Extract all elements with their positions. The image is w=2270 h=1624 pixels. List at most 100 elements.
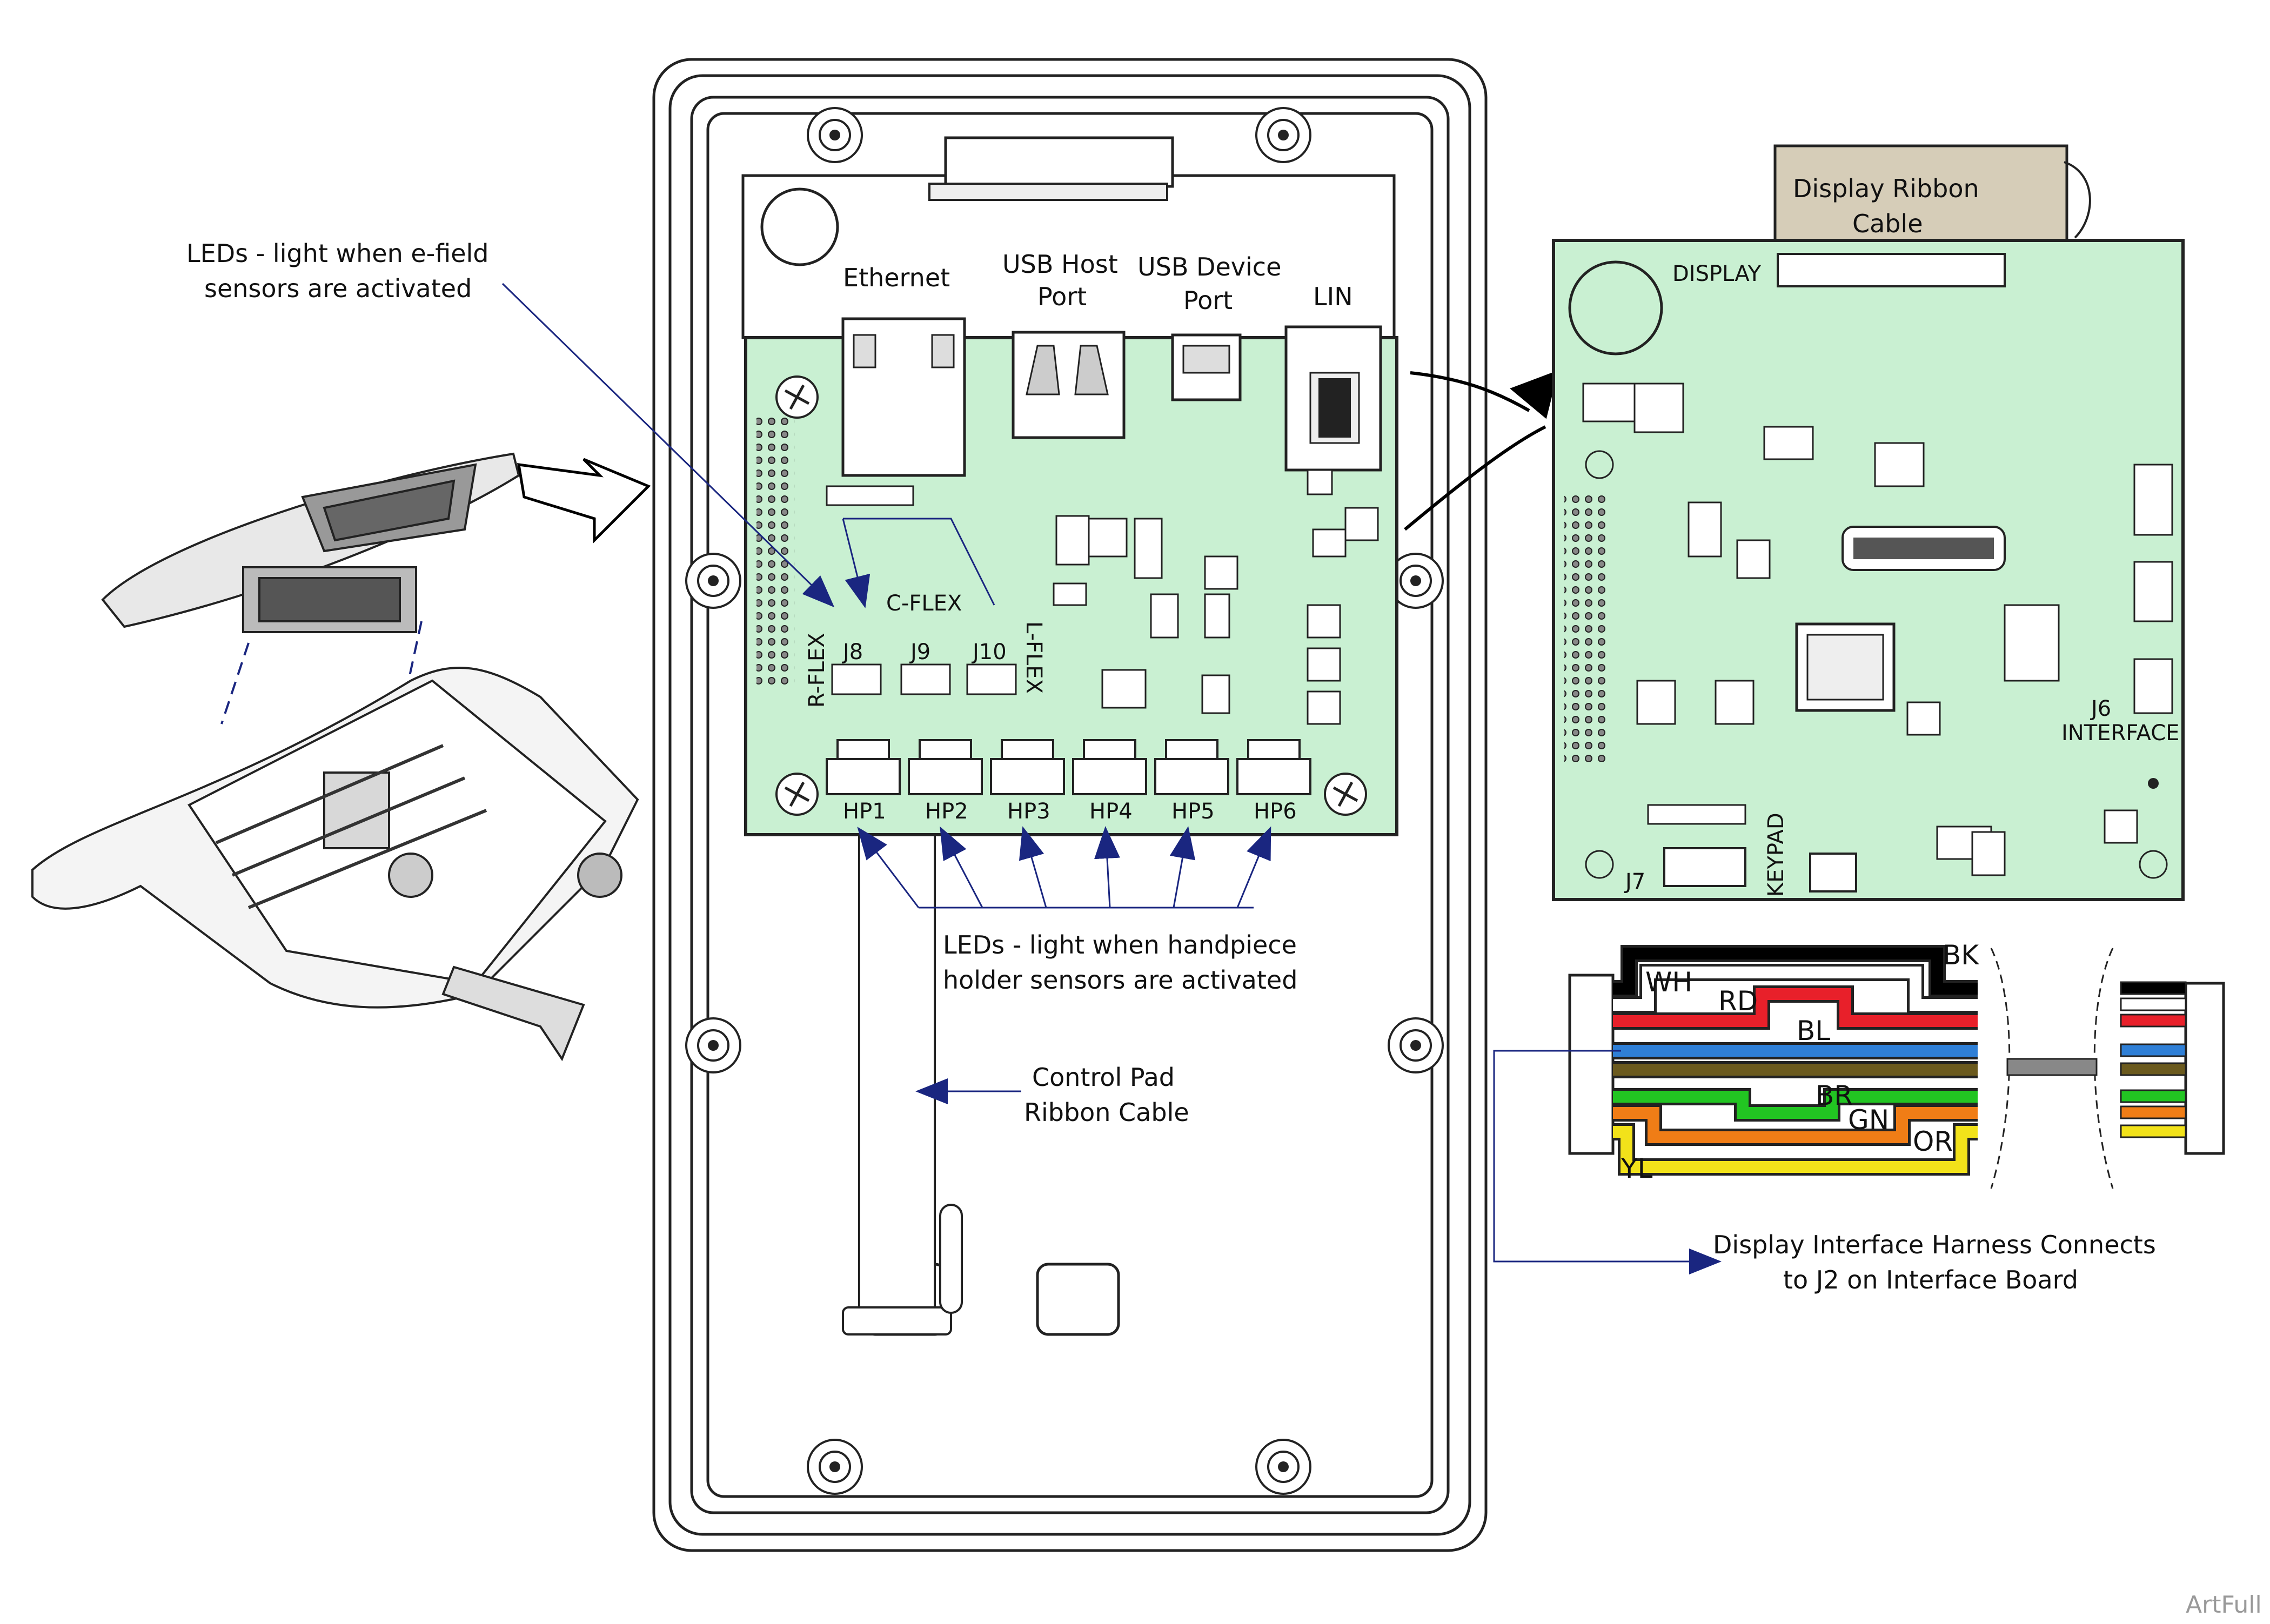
led-efield-text-2: sensors are activated bbox=[204, 274, 472, 303]
board-screw bbox=[1324, 773, 1367, 816]
hp-arrow bbox=[1236, 826, 1271, 908]
lin-label: LIN bbox=[1313, 282, 1353, 311]
hp-connector bbox=[908, 758, 983, 795]
display-board-labels: Display Ribbon Cable DISPLAY J6 INTERFAC… bbox=[1624, 174, 2179, 897]
board-screw bbox=[775, 773, 819, 816]
display-label: DISPLAY bbox=[1672, 261, 1762, 286]
annotation-control-pad: Control Pad Ribbon Cable bbox=[915, 1063, 1189, 1127]
hp-connector-cap bbox=[919, 739, 972, 760]
wire-bk bbox=[1613, 948, 1978, 995]
annotation-efield: LEDs - light when e-field sensors are ac… bbox=[186, 239, 870, 608]
wire-or bbox=[1613, 1107, 1978, 1143]
hp-connector-cap bbox=[1165, 739, 1218, 760]
control-pad-text-1: Control Pad bbox=[1032, 1063, 1175, 1092]
screw-boss bbox=[807, 107, 863, 163]
hp-label: HP5 bbox=[1171, 799, 1215, 824]
wire-label: YL bbox=[1621, 1153, 1653, 1184]
j6-label: J6 bbox=[2090, 696, 2111, 721]
screw-bosses bbox=[685, 107, 1444, 1495]
wire-gn bbox=[1613, 1091, 1978, 1119]
wire-stub bbox=[2120, 1062, 2187, 1076]
wire-stub bbox=[2120, 1124, 2187, 1138]
hp-connector bbox=[990, 758, 1065, 795]
wire-stub bbox=[2120, 997, 2187, 1011]
screw-boss bbox=[685, 553, 741, 609]
top-plate bbox=[741, 174, 1396, 339]
wire-label: BR bbox=[1816, 1080, 1853, 1111]
hp-arrow bbox=[1169, 826, 1196, 908]
usb-host-label-2: Port bbox=[1037, 282, 1087, 311]
annotation-harness: Display Interface Harness Connects to J2… bbox=[1493, 1050, 2156, 1294]
exploded-assembly bbox=[31, 452, 651, 1062]
hp-label: HP6 bbox=[1254, 799, 1297, 824]
screw-boss bbox=[1388, 553, 1444, 609]
interface-label: INTERFACE bbox=[2061, 721, 2179, 746]
hp-label: HP3 bbox=[1007, 799, 1050, 824]
j8-label: J8 bbox=[841, 640, 863, 665]
wire-label: RD bbox=[1718, 985, 1758, 1017]
display-ribbon-text-1: Display Ribbon bbox=[1793, 174, 1979, 203]
hp-connector-cap bbox=[1083, 739, 1136, 760]
wire-stub bbox=[2120, 981, 2187, 995]
wire-label: BK bbox=[1943, 939, 1979, 971]
control-pad-text-2: Ribbon Cable bbox=[1024, 1098, 1189, 1127]
usb-device-label-1: USB Device bbox=[1137, 252, 1281, 281]
screw-boss bbox=[1388, 1017, 1444, 1073]
screw-boss bbox=[807, 1439, 863, 1495]
led-handpiece-text-2: holder sensors are activated bbox=[943, 965, 1297, 995]
wire-label: BL bbox=[1797, 1015, 1830, 1046]
led-handpiece-text-1: LEDs - light when handpiece bbox=[943, 930, 1297, 959]
main-board bbox=[744, 317, 1398, 836]
wire-label: GN bbox=[1848, 1104, 1889, 1136]
board-screw bbox=[775, 375, 819, 419]
hp-connector-cap bbox=[836, 739, 890, 760]
wire-rd bbox=[1613, 988, 1978, 1027]
watermark: ArtFull bbox=[2186, 1591, 2262, 1619]
wire-stub bbox=[2120, 1043, 2187, 1057]
display-ribbon-text-2: Cable bbox=[1852, 209, 1923, 238]
screw-boss bbox=[685, 1017, 741, 1073]
hp-label: HP2 bbox=[925, 799, 968, 824]
l-flex-label: L-FLEX bbox=[1021, 621, 1046, 694]
wire-stub bbox=[2120, 1014, 2187, 1028]
hp-connector bbox=[826, 758, 901, 795]
c-flex-label: C-FLEX bbox=[886, 591, 962, 616]
hp-connector bbox=[1072, 758, 1147, 795]
wire-stub bbox=[2120, 1089, 2187, 1103]
hp-arrow bbox=[1094, 826, 1120, 908]
led-efield-text-1: LEDs - light when e-field bbox=[186, 239, 489, 268]
r-flex-label: R-FLEX bbox=[805, 633, 829, 708]
hp-arrow bbox=[1019, 826, 1047, 908]
wire-label: OR bbox=[1913, 1126, 1953, 1157]
hp-connector bbox=[1236, 758, 1311, 795]
hp-label: HP4 bbox=[1089, 799, 1133, 824]
harness-text-2: to J2 on Interface Board bbox=[1783, 1265, 2078, 1294]
wire-stub bbox=[2120, 1105, 2187, 1119]
j10-label: J10 bbox=[971, 640, 1007, 665]
j7-label: J7 bbox=[1624, 869, 1645, 894]
hp-label: HP1 bbox=[843, 799, 886, 824]
chevron-arrow-1 bbox=[517, 458, 651, 544]
hp-connector-cap bbox=[1247, 739, 1301, 760]
wire-wh bbox=[1613, 967, 1978, 1011]
ethernet-label: Ethernet bbox=[843, 263, 950, 292]
usb-device-label-2: Port bbox=[1183, 286, 1233, 315]
display-board bbox=[1552, 144, 2185, 901]
curved-arrows bbox=[1404, 370, 1559, 531]
hp-arrow bbox=[857, 827, 920, 908]
harness-text-1: Display Interface Harness Connects bbox=[1713, 1230, 2156, 1259]
screw-boss bbox=[1255, 107, 1311, 163]
hp-connector bbox=[1154, 758, 1229, 795]
hp-connector-cap bbox=[1001, 739, 1054, 760]
usb-host-label-1: USB Host bbox=[1002, 250, 1118, 279]
hp-arrow bbox=[940, 826, 983, 908]
main-board-labels: Ethernet USB Host Port USB Device Port L… bbox=[805, 250, 1353, 824]
wire-yl bbox=[1613, 1126, 1978, 1173]
keypad-label: KEYPAD bbox=[1764, 813, 1789, 897]
screw-boss bbox=[1255, 1439, 1311, 1495]
j9-label: J9 bbox=[909, 640, 930, 665]
annotation-handpiece: LEDs - light when handpiece holder senso… bbox=[857, 826, 1297, 995]
